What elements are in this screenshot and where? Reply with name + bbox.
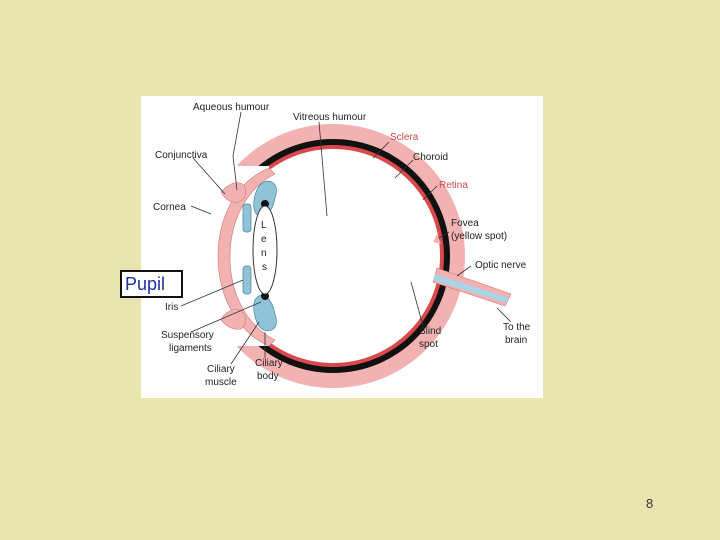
- label-choroid: Choroid: [413, 152, 448, 163]
- eye-diagram-svg: Aqueous humour Vitreous humour Sclera Co…: [141, 96, 543, 398]
- label-ciliary-body-2: body: [257, 371, 279, 382]
- label-suspensory: Suspensory: [161, 330, 214, 341]
- label-optic-nerve: Optic nerve: [475, 260, 527, 271]
- label-conjunctiva: Conjunctiva: [155, 150, 208, 161]
- iris-upper: [243, 204, 251, 232]
- label-blind: Blind: [419, 326, 441, 337]
- eye-diagram: Aqueous humour Vitreous humour Sclera Co…: [141, 96, 543, 398]
- label-lens-n: n: [261, 248, 267, 259]
- leader-brain: [497, 308, 511, 322]
- label-ciliary-body: Ciliary: [255, 358, 283, 369]
- label-lens-s: s: [262, 262, 267, 273]
- label-lens-l: L: [261, 220, 267, 231]
- label-brain: brain: [505, 335, 527, 346]
- label-spot: spot: [419, 339, 438, 350]
- leader-aqueous: [233, 112, 241, 156]
- label-ciliary-muscle-2: muscle: [205, 377, 237, 388]
- label-retina: Retina: [439, 180, 468, 191]
- label-vitreous-humour: Vitreous humour: [293, 112, 367, 123]
- page-number: 8: [646, 496, 666, 511]
- label-to-the: To the: [503, 322, 531, 333]
- iris-lower: [243, 266, 251, 294]
- label-ligaments: ligaments: [169, 343, 212, 354]
- label-ciliary-muscle: Ciliary: [207, 364, 235, 375]
- label-lens-e: e: [261, 234, 267, 245]
- pupil-callout: Pupil: [120, 270, 183, 298]
- label-iris: Iris: [165, 302, 178, 313]
- label-cornea: Cornea: [153, 202, 186, 213]
- label-fovea-sub: (yellow spot): [451, 231, 507, 242]
- label-fovea: Fovea: [451, 218, 479, 229]
- label-sclera: Sclera: [390, 132, 419, 143]
- label-aqueous-humour: Aqueous humour: [193, 102, 270, 113]
